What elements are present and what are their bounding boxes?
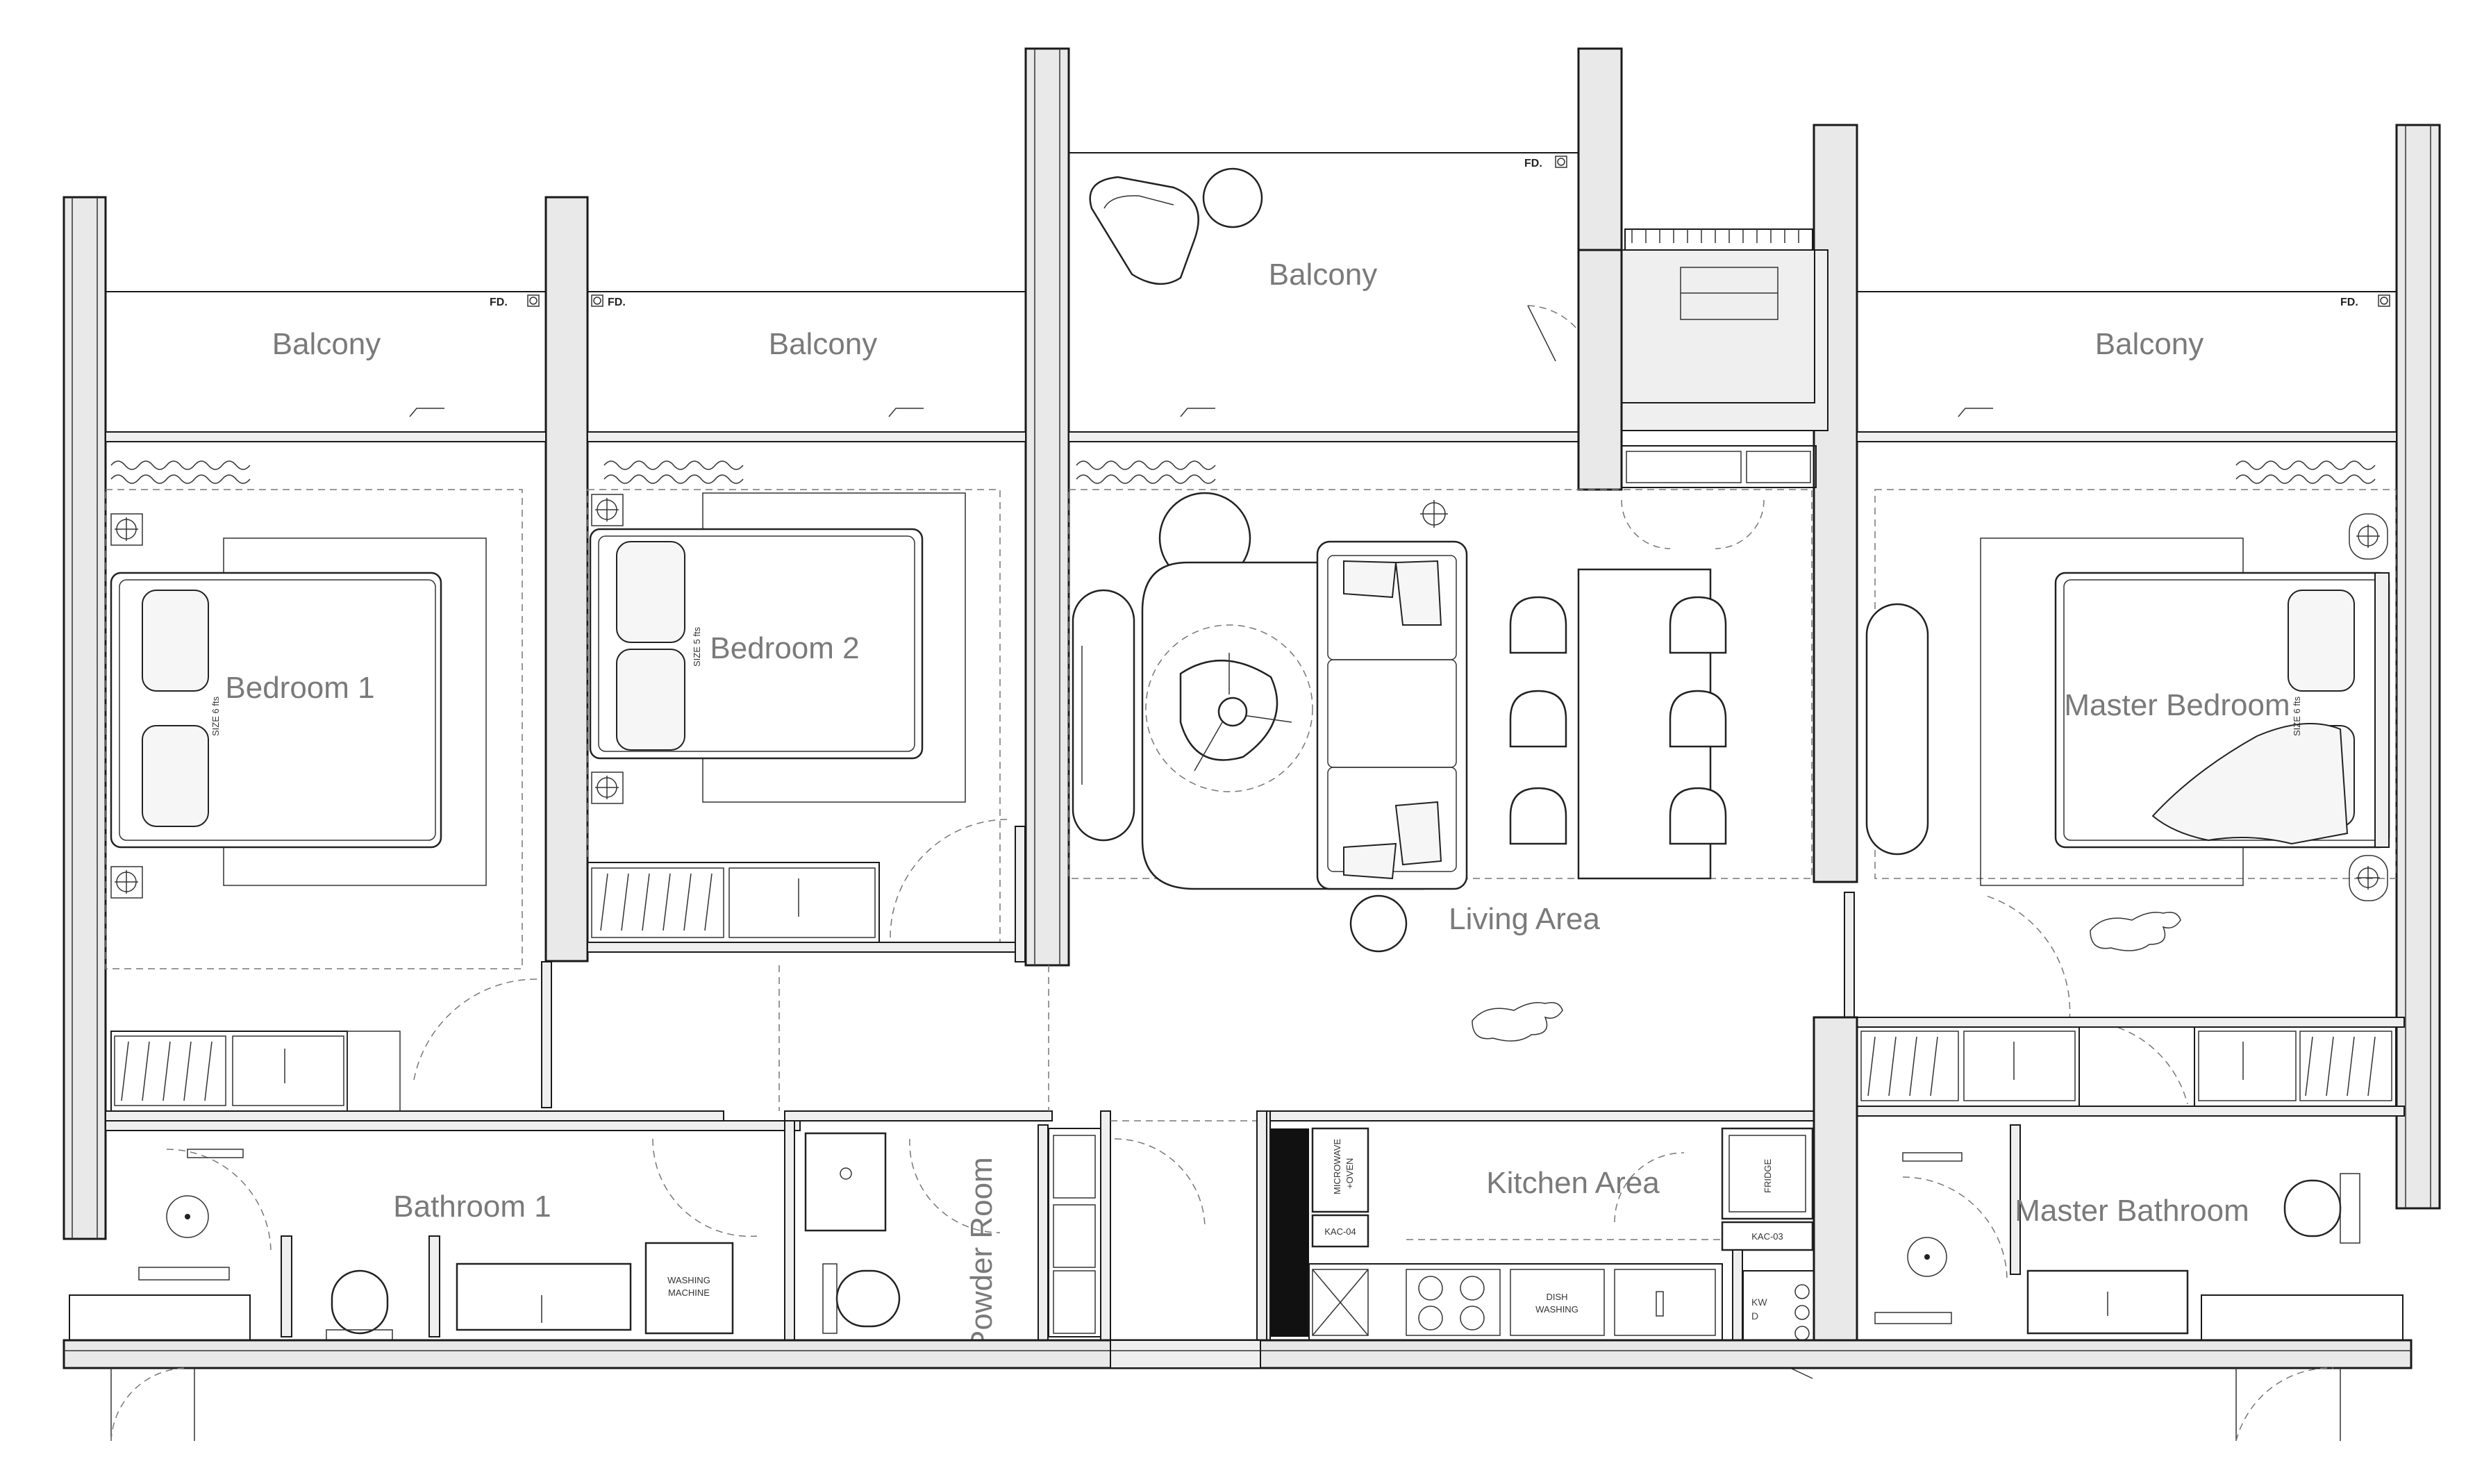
toilet <box>822 1263 901 1334</box>
microwave-label: MICROWAVE <box>1332 1139 1342 1194</box>
microwave-oven: MICROWAVE +OVEN <box>1311 1127 1369 1213</box>
tall-unit <box>1271 1128 1309 1337</box>
bedside-lamp-icon <box>591 494 624 526</box>
balcony-2-label: Balcony <box>769 327 878 361</box>
bedroom-1-label: Bedroom 1 <box>225 671 374 705</box>
bottom-wall <box>63 1294 2413 1442</box>
floor-drain-icon <box>1555 156 1567 168</box>
master-bedroom: SIZE 6 fts Master Bedroom <box>1813 489 2405 1117</box>
kw-label: KW <box>1751 1297 1767 1308</box>
lounge-chair <box>1089 176 1199 285</box>
living-area: Living Area <box>1068 445 1817 1042</box>
double-bed <box>110 572 442 849</box>
kac-03-label: KAC-03 <box>1751 1231 1783 1242</box>
shower-drain-icon <box>166 1195 209 1238</box>
powder-room: Powder Room <box>784 1110 1049 1351</box>
double-bed <box>2054 572 2390 849</box>
floor-drain-icon <box>2378 294 2390 307</box>
bed-size-label: SIZE 6 fts <box>210 696 221 736</box>
fd-label: FD. <box>1524 158 1542 169</box>
kac-04-label: KAC-04 <box>1324 1226 1356 1237</box>
balcony-3-label: Balcony <box>1269 258 1378 292</box>
bench-seat <box>1865 603 1929 856</box>
kitchen-counter: DISH WASHING <box>1308 1263 1723 1341</box>
service-door <box>69 1294 251 1442</box>
balcony-4-label: Balcony <box>2095 327 2204 361</box>
bedside-lamp-icon <box>591 772 624 804</box>
dog-figure <box>2090 912 2181 951</box>
bathroom-1-label: Bathroom 1 <box>393 1190 551 1224</box>
bedside-lamp-icon <box>110 866 143 899</box>
ceiling-light-icon <box>1420 500 1448 528</box>
vanity <box>456 1262 632 1331</box>
aircon-units <box>110 460 2376 484</box>
partitions <box>778 965 1858 1348</box>
balcony-zone: FD. FD. FD. FD. <box>105 152 2397 491</box>
toilet <box>326 1269 393 1348</box>
console-cabinet <box>1621 445 1817 488</box>
washing-machine: WASHING MACHINE <box>644 1242 734 1335</box>
bed-size-label: SIZE 6 fts <box>2292 696 2302 736</box>
floor-drain-icon <box>527 294 540 307</box>
kitchen-area-label: Kitchen Area <box>1486 1166 1660 1200</box>
wardrobe <box>110 1031 401 1112</box>
dishwasher-label: WASHING <box>1535 1304 1578 1315</box>
vanity <box>2026 1269 2189 1335</box>
service-door <box>2201 1294 2403 1442</box>
living-area-label: Living Area <box>1449 902 1600 936</box>
bedside-lamp-icon <box>2349 855 2388 901</box>
bedside-lamp-icon <box>2349 513 2388 560</box>
fridge-label: FRIDGE <box>1763 1159 1773 1193</box>
sofa <box>1316 540 1468 890</box>
powder-room-label: Powder Room <box>965 1157 999 1351</box>
kitchen-area: MICROWAVE +OVEN KAC-04 DISH WASHING FRID… <box>1260 1110 1814 1341</box>
bedroom-2: SIZE 5 fts Bedroom 2 <box>587 489 1026 962</box>
floor-drain-icon <box>591 294 603 307</box>
dining-chairs <box>1509 596 1727 845</box>
master-bathroom: Master Bathroom <box>1843 1110 2360 1341</box>
fd-label: FD. <box>490 297 508 308</box>
fridge: FRIDGE <box>1721 1127 1814 1220</box>
basin <box>804 1132 887 1232</box>
pouf <box>1349 894 1408 953</box>
double-bed <box>589 528 924 760</box>
bench-seat <box>1072 589 1135 842</box>
ac-ledge <box>1527 228 1828 431</box>
shoe-cabinet <box>1048 1110 1206 1341</box>
shower-drain-icon <box>1907 1237 1947 1277</box>
washing-machine-label: WASHING <box>667 1275 710 1285</box>
washing-machine-label: MACHINE <box>668 1287 710 1298</box>
bathroom-1: WASHING MACHINE Bathroom 1 <box>105 1120 801 1348</box>
kac-03-unit <box>1721 1221 1814 1251</box>
bedside-lamp-icon <box>110 513 143 546</box>
master-bedroom-label: Master Bedroom <box>2064 688 2290 722</box>
balcony-1-label: Balcony <box>272 327 381 361</box>
master-bathroom-label: Master Bathroom <box>2015 1194 2249 1228</box>
dishwasher-label: DISH <box>1546 1292 1567 1302</box>
d-label: D <box>1751 1310 1758 1322</box>
dog-figure <box>1472 1002 1563 1042</box>
wardrobe <box>1856 1026 2397 1107</box>
coffee-table <box>1145 624 1313 792</box>
toilet <box>2283 1173 2360 1244</box>
bedroom-2-label: Bedroom 2 <box>710 631 859 665</box>
entrance-door <box>1110 1340 1261 1369</box>
side-table <box>1202 167 1263 228</box>
microwave-label: +OVEN <box>1344 1158 1355 1189</box>
fd-label: FD. <box>608 297 626 308</box>
kac-04-unit <box>1311 1214 1369 1248</box>
bed-size-label: SIZE 5 fts <box>692 626 702 667</box>
fd-label: FD. <box>2340 297 2358 308</box>
wardrobe <box>587 862 880 943</box>
